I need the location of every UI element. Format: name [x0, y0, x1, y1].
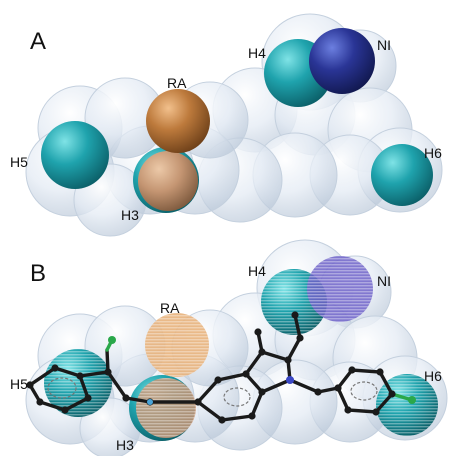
label-ni-a: NI [377, 37, 391, 53]
label-h6-b: H6 [424, 368, 442, 384]
label-h5-a: H5 [10, 154, 28, 170]
panel-b: B [10, 239, 448, 456]
ligand-molecule [26, 311, 416, 424]
hydrophobic-sphere-h5 [41, 121, 109, 189]
label-ra-b: RA [160, 300, 180, 316]
negative-ionizable-sphere [309, 28, 375, 94]
ring-aromatic-projection-sphere [138, 151, 198, 211]
label-ni-b: NI [377, 273, 391, 289]
panel-b-letter: B [30, 260, 46, 287]
label-ra-a: RA [167, 75, 187, 91]
label-h4-a: H4 [248, 45, 266, 61]
panel-a-letter: A [30, 28, 46, 55]
ring-aromatic-sphere [146, 89, 210, 153]
label-h6-a: H6 [424, 145, 442, 161]
striped-sphere-group [44, 256, 438, 441]
label-h3-b: H3 [116, 437, 134, 453]
label-h5-b: H5 [10, 376, 28, 392]
label-h3-a: H3 [121, 207, 139, 223]
panel-a: A H4 NI RA H5 H6 [10, 13, 443, 237]
label-h4-b: H4 [248, 263, 266, 279]
hydrophobic-sphere-h6 [371, 144, 433, 206]
